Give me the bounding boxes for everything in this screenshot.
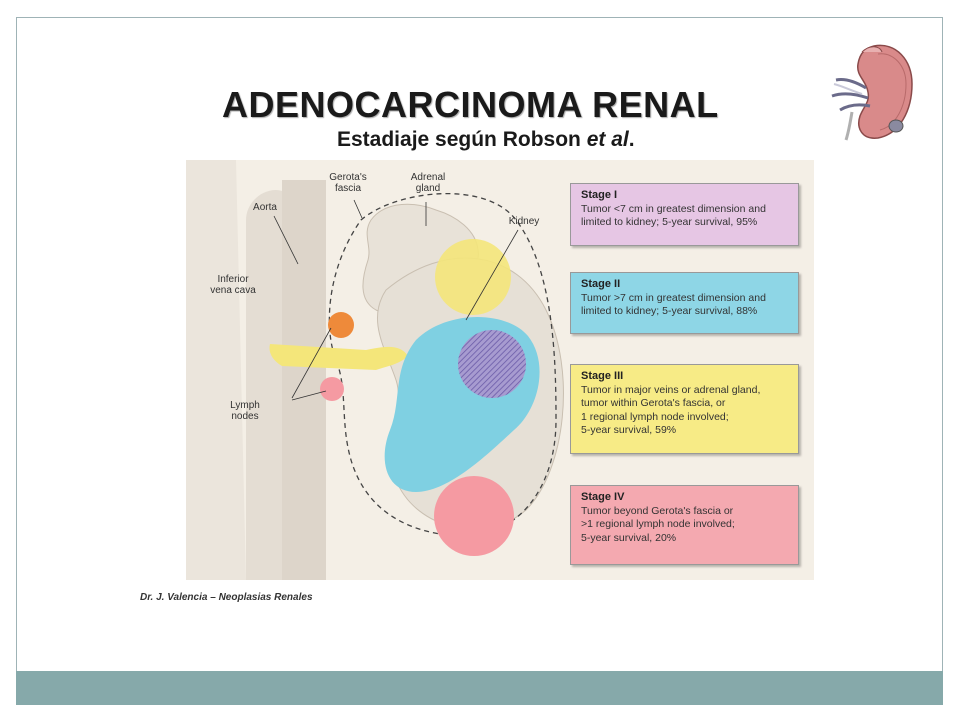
label-gerotas-fascia: Gerota's fascia bbox=[329, 172, 367, 194]
stage-iv-title: Stage IV bbox=[581, 491, 625, 503]
author-credit: Dr. J. Valencia – Neoplasias Renales bbox=[140, 592, 313, 603]
lymph-node-orange bbox=[328, 312, 354, 338]
label-kidney: Kidney bbox=[508, 216, 540, 227]
subtitle-text: Estadiaje según Robson bbox=[337, 128, 587, 151]
slide-title: ADENOCARCINOMA RENAL bbox=[222, 84, 719, 125]
kidney-pointer bbox=[465, 229, 519, 321]
lymph-pointer-2 bbox=[291, 390, 327, 401]
stage-ii-title: Stage II bbox=[581, 278, 621, 290]
gerota-pointer bbox=[353, 199, 363, 219]
left-tissue bbox=[186, 160, 246, 580]
staging-figure: Gerota's fascia Adrenal gland Aorta Kidn… bbox=[186, 160, 814, 580]
stage-iii-box: Stage III Tumor in major veins or adrena… bbox=[570, 364, 799, 454]
lymph-pointer-1 bbox=[291, 327, 332, 399]
stage-iv-text: Tumor beyond Gerota's fascia or >1 regio… bbox=[581, 504, 735, 544]
stage-i-box: Stage I Tumor <7 cm in greatest dimensio… bbox=[570, 183, 799, 246]
footer-bar bbox=[16, 671, 943, 705]
label-inferior-vena-cava: Inferior vena cava bbox=[210, 274, 256, 296]
stage-i-text: Tumor <7 cm in greatest dimension and li… bbox=[581, 202, 766, 229]
lymph-node-pink bbox=[320, 377, 344, 401]
stage-ii-text: Tumor >7 cm in greatest dimension and li… bbox=[581, 291, 766, 318]
stage-iv-tumor bbox=[434, 476, 514, 556]
aorta-vessel bbox=[282, 180, 326, 580]
renal-vein-tumor bbox=[269, 344, 408, 370]
label-aorta: Aorta bbox=[253, 202, 277, 213]
subtitle-end: . bbox=[628, 128, 635, 151]
stage-iii-text: Tumor in major veins or adrenal gland, t… bbox=[581, 383, 761, 437]
kidney-illustration-icon bbox=[826, 40, 916, 142]
stage-ii-hatched-region bbox=[458, 330, 526, 398]
label-lymph-nodes: Lymph nodes bbox=[230, 400, 260, 422]
subtitle-italic: et al bbox=[586, 128, 629, 151]
slide-subtitle: Estadiaje según Robson et al. bbox=[337, 128, 635, 152]
aorta-pointer bbox=[273, 215, 299, 265]
stage-iv-box: Stage IV Tumor beyond Gerota's fascia or… bbox=[570, 485, 799, 565]
stage-ii-box: Stage II Tumor >7 cm in greatest dimensi… bbox=[570, 272, 799, 334]
label-adrenal-gland: Adrenal gland bbox=[410, 172, 446, 194]
stage-iii-title: Stage III bbox=[581, 370, 624, 382]
stage-i-tumor bbox=[435, 239, 511, 315]
stage-i-title: Stage I bbox=[581, 189, 618, 201]
